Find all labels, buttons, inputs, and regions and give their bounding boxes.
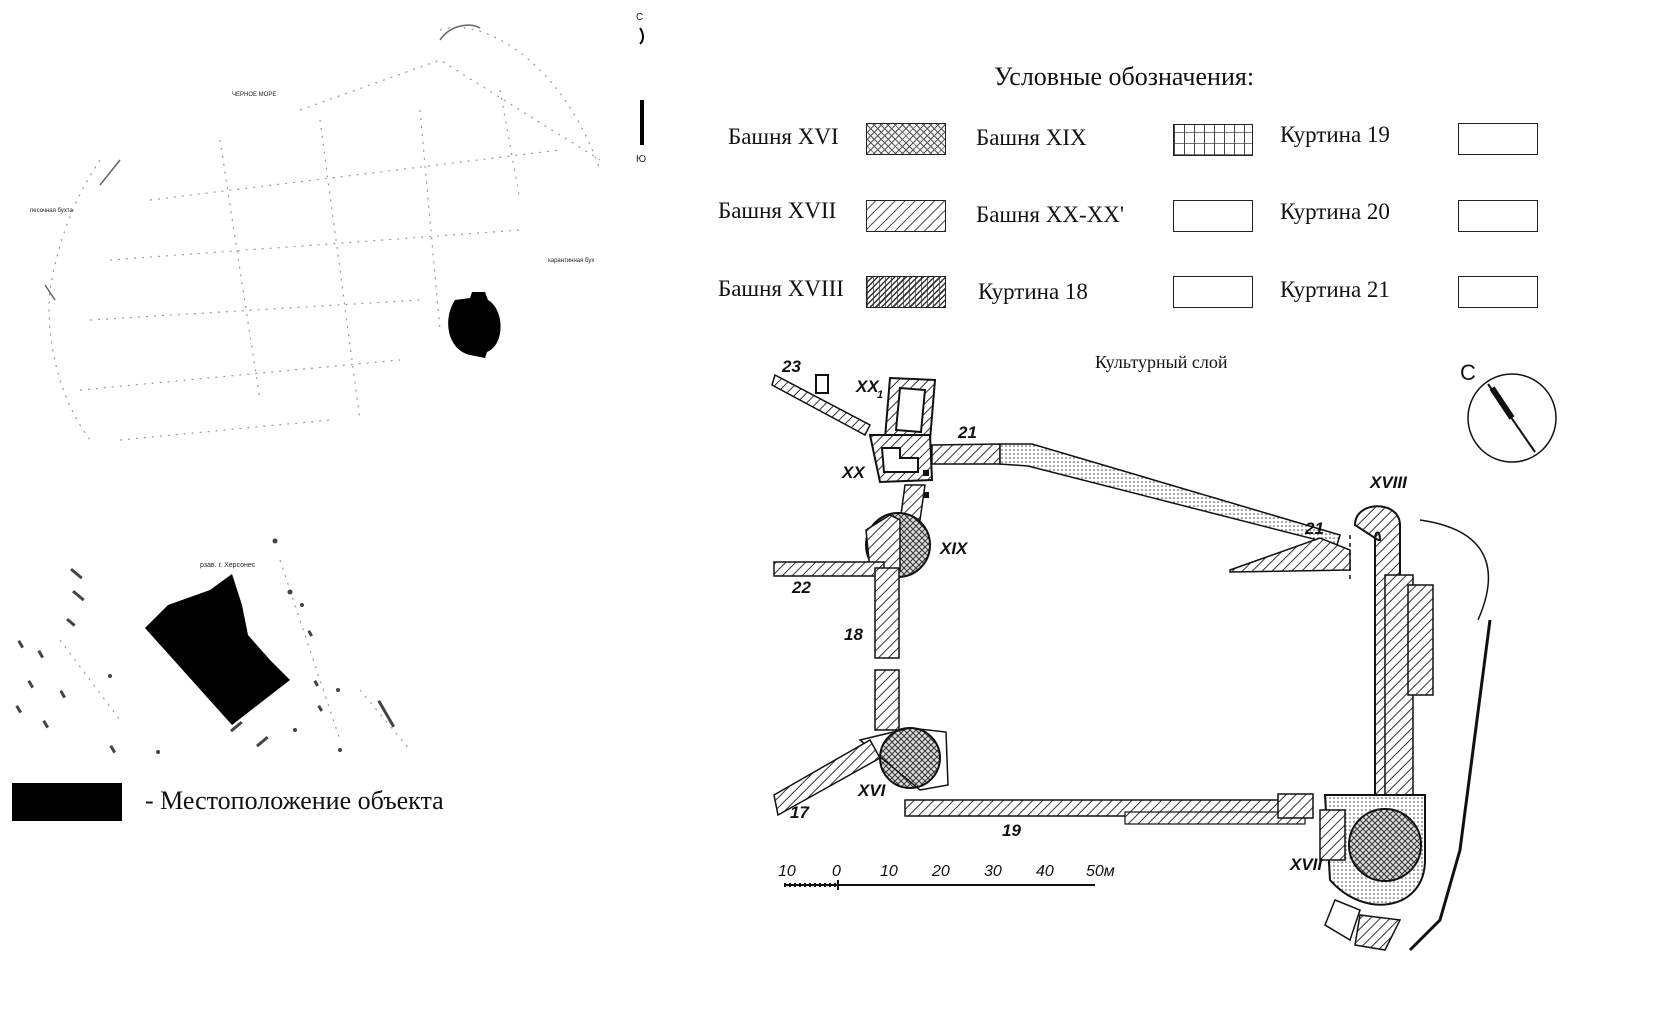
tower-20-link <box>899 484 926 523</box>
scale-tick-5: 40 <box>1036 863 1054 880</box>
compass-letter: С <box>1460 360 1476 385</box>
scattered-marks <box>15 538 395 754</box>
tower-20-inner <box>880 447 919 473</box>
legend-swatch-curtain-20 <box>1458 200 1538 232</box>
curtain-17-label: 17 <box>790 803 810 822</box>
legend-swatch-curtain-21 <box>1458 276 1538 308</box>
curtain-21-start <box>931 443 1001 465</box>
curtain-21-run <box>999 443 1341 546</box>
curtain-23-label: 23 <box>781 357 801 376</box>
reserve-label: рзав. г. Херсонес <box>200 562 256 569</box>
scale-tick-4: 30 <box>984 863 1002 880</box>
scale-bar <box>784 880 1095 890</box>
south-letter: Ю <box>636 154 646 165</box>
tower-18-label: XVIII <box>1369 473 1408 492</box>
scale-tick-3: 20 <box>931 863 950 880</box>
tower-17-annex <box>1324 899 1361 942</box>
curtain-21-label-a: 21 <box>957 423 977 442</box>
proteichisma-wall <box>1408 619 1492 952</box>
curtain-17 <box>773 738 882 817</box>
tower-20-1-sub-label: 1 <box>877 389 883 401</box>
tower-16 <box>879 727 941 789</box>
street-network <box>48 26 601 751</box>
scale-tick-0: 10 <box>778 863 796 880</box>
legend-label-tower-18: Башня XVIII <box>718 276 844 301</box>
scale-ticks: 10 0 10 20 30 40 50м <box>778 863 1115 880</box>
legend-swatch-tower-19 <box>1173 124 1253 156</box>
scale-tick-6: 50м <box>1086 863 1115 880</box>
legend-label-curtain-20: Куртина 20 <box>1280 199 1390 224</box>
tower-20-1-label: XX <box>855 377 880 396</box>
curtain-20-outer <box>1407 584 1434 696</box>
tower-20-label: XX <box>841 463 866 482</box>
curtain-18-upper <box>874 567 900 659</box>
legend-swatch-tower-18 <box>866 276 946 308</box>
tower-16-label: XVI <box>857 781 887 800</box>
bay-left-label: песочная бухта <box>30 208 73 214</box>
north-letter: С <box>636 12 643 23</box>
tower-20-mark-2 <box>923 492 929 498</box>
curtain-19-label: 19 <box>1002 821 1021 840</box>
location-legend-text: - Местоположение объекта <box>145 786 444 815</box>
legend-label-tower-19: Башня XIX <box>976 125 1087 150</box>
compass-tick <box>639 27 644 45</box>
legend-label-curtain-19: Куртина 19 <box>1280 122 1390 147</box>
coast-line <box>44 24 481 301</box>
object-location-polygon <box>145 574 290 725</box>
legend-swatch-tower-16 <box>866 123 946 155</box>
tower-17-label: XVII <box>1289 855 1323 874</box>
outer-moat-line <box>1419 519 1490 621</box>
legend-swatch-tower-20 <box>1173 200 1253 232</box>
curtain-23-buttress <box>815 374 829 394</box>
legend-label-tower-17: Башня XVII <box>718 198 837 223</box>
legend-label-curtain-18: Куртина 18 <box>978 279 1088 304</box>
compass <box>1467 373 1557 463</box>
tower-17 <box>1348 808 1422 882</box>
curtain-18-lower <box>874 669 900 731</box>
legend-swatch-curtain-19 <box>1458 123 1538 155</box>
curtain-19-end <box>1277 793 1314 819</box>
tower-17-annex-2 <box>1354 914 1402 951</box>
scale-tick-1: 0 <box>832 863 841 880</box>
curtain-22 <box>773 561 885 577</box>
curtain-21-label-b: 21 <box>1304 519 1324 538</box>
tower-16-outline <box>858 727 949 791</box>
sea-label: ЧЕРНОЕ МОРЕ <box>232 92 276 98</box>
curtain-18-label: 18 <box>844 625 863 644</box>
fortification-plan: 10 0 10 20 30 40 50м 23 XX 1 21 XX XIX 2… <box>771 357 1557 952</box>
location-legend-swatch <box>12 783 122 821</box>
tower-20-1-inner <box>894 386 927 434</box>
scale-tick-2: 10 <box>880 863 898 880</box>
legend-swatch-tower-17 <box>866 200 946 232</box>
legend-label-tower-20: Башня XX-XX' <box>976 202 1125 227</box>
legend-label-tower-16: Башня XVI <box>728 124 839 149</box>
cultural-layer-label: Культурный слой <box>1095 352 1228 372</box>
round-site-marker <box>448 292 501 358</box>
curtain-23 <box>771 373 871 437</box>
bay-right-label: карантинная бух <box>548 258 594 264</box>
legend-label-curtain-21: Куртина 21 <box>1280 277 1390 302</box>
legend-swatch-curtain-18 <box>1173 276 1253 308</box>
tower-17-wall <box>1319 809 1346 861</box>
curtain-22-label: 22 <box>791 578 811 597</box>
tower-20-mark <box>923 470 929 476</box>
location-map: С Ю ЧЕРНОЕ МОРЕ песочная бухта карантинн… <box>0 0 660 830</box>
location-map-drawing: С Ю ЧЕРНОЕ МОРЕ песочная бухта карантинн… <box>15 12 646 754</box>
legend-title: Условные обозначения: <box>994 62 1255 91</box>
tower-19-label: XIX <box>939 539 969 558</box>
curtain-21-end <box>1229 537 1351 573</box>
